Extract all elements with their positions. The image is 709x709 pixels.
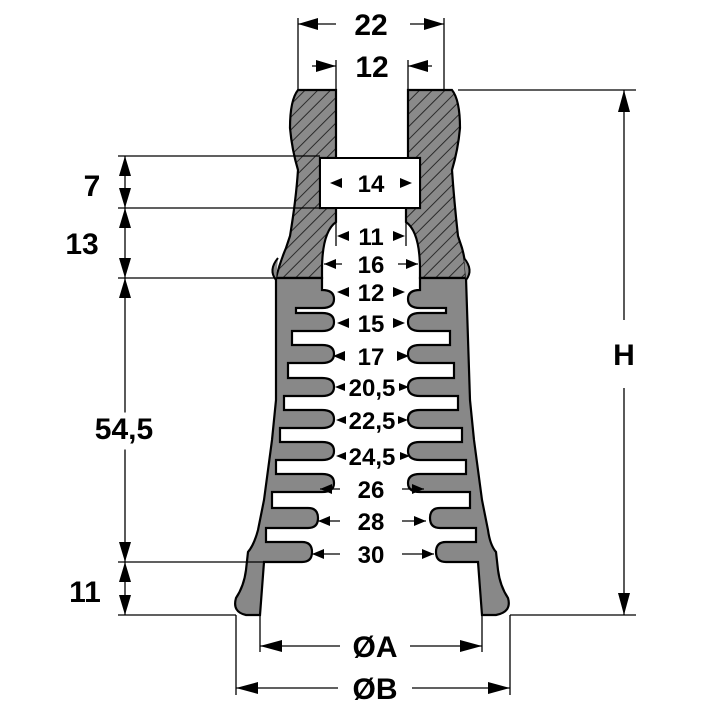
inner-dim-15: 15 bbox=[337, 311, 405, 338]
inner-label-24-5: 24,5 bbox=[349, 444, 396, 471]
dim-22: 22 bbox=[298, 9, 444, 42]
inner-label-30: 30 bbox=[358, 542, 385, 569]
inner-label-11: 11 bbox=[358, 224, 383, 251]
inner-dim-16: 16 bbox=[324, 252, 418, 279]
inner-dim-14: 14 bbox=[330, 171, 412, 198]
dim-label-ob: ØB bbox=[353, 673, 398, 706]
neck-right-wall bbox=[404, 88, 468, 280]
dim-label-54-5: 54,5 bbox=[95, 413, 153, 446]
bellows-left bbox=[234, 276, 336, 617]
dim-oa: ØA bbox=[260, 631, 482, 664]
dim-11-bottom: 11 bbox=[69, 562, 131, 615]
dim-label-13: 13 bbox=[65, 228, 98, 261]
inner-label-14: 14 bbox=[358, 171, 385, 198]
inner-label-20-5: 20,5 bbox=[349, 375, 396, 402]
bellows-right bbox=[406, 276, 510, 617]
inner-dim-26: 26 bbox=[320, 477, 424, 504]
neck-left-wall bbox=[274, 88, 338, 280]
inner-dim-28: 28 bbox=[318, 509, 426, 536]
dim-54-5: 54,5 bbox=[89, 278, 159, 562]
dim-label-22: 22 bbox=[354, 9, 387, 42]
inner-dim-17: 17 bbox=[333, 344, 409, 371]
inner-label-26: 26 bbox=[358, 477, 385, 504]
dim-label-11-bottom: 11 bbox=[69, 576, 101, 609]
inner-dim-24-5: 24,5 bbox=[336, 444, 410, 471]
inner-label-12: 12 bbox=[358, 280, 385, 307]
inner-dim-22-5: 22,5 bbox=[336, 408, 408, 435]
extension-lines bbox=[118, 18, 636, 695]
dim-label-12-top: 12 bbox=[355, 51, 388, 84]
dim-h: H bbox=[613, 90, 635, 615]
dim-label-h: H bbox=[613, 339, 635, 372]
dim-13: 13 bbox=[65, 208, 131, 278]
inner-dim-30: 30 bbox=[312, 542, 434, 569]
inner-label-17: 17 bbox=[358, 344, 385, 371]
inner-dim-20-5: 20,5 bbox=[335, 375, 409, 402]
inner-label-15: 15 bbox=[358, 311, 385, 338]
dim-label-7: 7 bbox=[84, 170, 101, 203]
dim-7: 7 bbox=[84, 156, 131, 208]
dim-ob: ØB bbox=[236, 673, 510, 706]
inner-label-16: 16 bbox=[358, 252, 385, 279]
inner-label-28: 28 bbox=[358, 509, 385, 536]
dim-label-oa: ØA bbox=[353, 631, 398, 664]
inner-dim-12: 12 bbox=[337, 280, 405, 307]
dim-12-top: 12 bbox=[312, 51, 432, 84]
outer-ribs bbox=[271, 257, 471, 281]
inner-dim-11: 11 bbox=[335, 222, 407, 251]
inner-label-22-5: 22,5 bbox=[349, 408, 396, 435]
